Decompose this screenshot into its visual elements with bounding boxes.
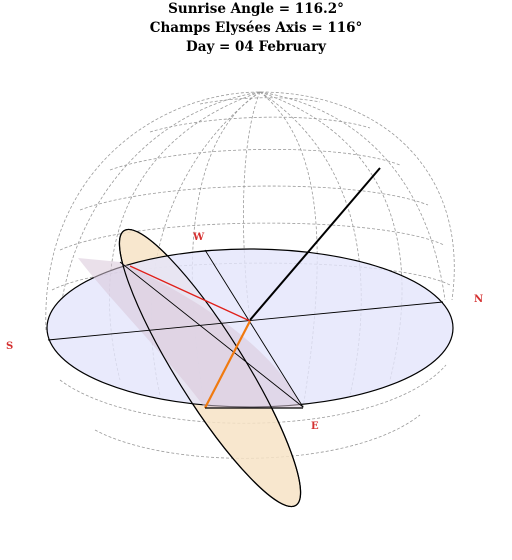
day-title: Day = 04 February [185,39,326,55]
dome-ring [79,185,429,211]
dome-ring [94,414,421,459]
dome-meridian [243,91,261,321]
dome-meridian [259,91,318,409]
south-north-axis [47,301,444,341]
dome-ring [149,116,371,133]
sun-path-outline [118,228,302,508]
diagram-title-block: Sunrise Angle = 116.2° Champs Elysées Ax… [0,0,512,57]
west-label: W [192,232,205,243]
horizon-axes [47,249,444,408]
south-label: S [6,341,13,352]
zenith-axis [249,167,381,321]
champs-elysees-axis-line [119,261,304,408]
plane-overlap-region [78,258,303,408]
dome-meridian [61,91,261,301]
sunrise-direction-segment [204,320,251,409]
sunrise-angle-title: Sunrise Angle = 116.2° [168,1,344,17]
east-label: E [311,421,319,432]
dome-meridian [259,91,446,301]
champs-elysees-axis-title: Champs Elysées Axis = 116° [149,20,363,36]
dome-ring [109,148,401,171]
dome-ring [51,262,451,291]
north-label: N [474,294,483,305]
dome-meridian [109,91,261,381]
dome-ring [199,97,321,105]
west-east-axis [204,249,304,408]
sun-ray-line [129,265,251,322]
dome-ring [59,222,445,251]
dome-meridian [259,91,403,381]
